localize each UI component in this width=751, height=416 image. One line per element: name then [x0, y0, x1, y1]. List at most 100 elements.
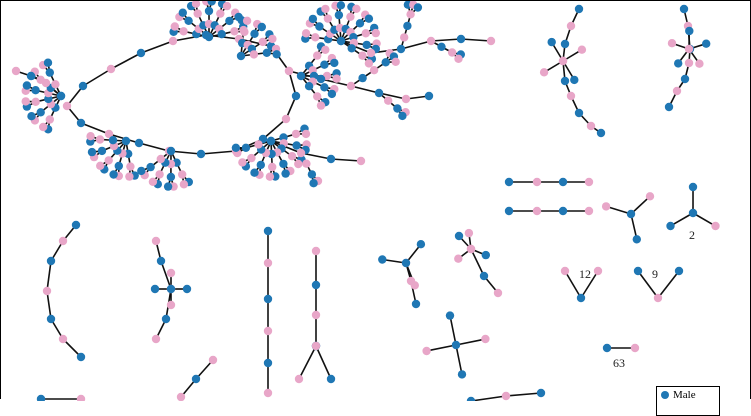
- male-node: [37, 108, 45, 116]
- female-node: [561, 267, 569, 275]
- male-node: [467, 397, 475, 401]
- female-node: [169, 37, 177, 45]
- male-node: [548, 38, 556, 46]
- female-node: [39, 123, 47, 131]
- female-node: [392, 58, 400, 66]
- male-node: [666, 222, 674, 230]
- female-node: [12, 67, 20, 75]
- female-node: [654, 294, 662, 302]
- female-node: [152, 335, 160, 343]
- male-node: [398, 112, 406, 120]
- female-node: [264, 327, 272, 335]
- male-node: [317, 75, 325, 83]
- female-node: [465, 229, 473, 237]
- male-node: [414, 3, 422, 11]
- female-node: [711, 222, 719, 230]
- male-node: [482, 251, 490, 259]
- female-node: [285, 67, 293, 75]
- female-node: [43, 287, 51, 295]
- female-node: [668, 39, 676, 47]
- male-node: [412, 300, 420, 308]
- network-diagram-frame: 2 12 9 63: [0, 0, 751, 399]
- component-label: 12: [579, 267, 591, 281]
- male-node: [685, 27, 693, 35]
- female-node: [86, 132, 94, 140]
- female-node: [302, 29, 310, 37]
- male-node: [603, 344, 611, 352]
- male-node: [250, 169, 258, 177]
- female-node: [194, 9, 202, 17]
- male-node: [358, 74, 366, 82]
- male-node: [308, 170, 316, 178]
- edge: [201, 151, 236, 154]
- female-node: [288, 152, 296, 160]
- male-node: [561, 40, 569, 48]
- male-node: [292, 141, 300, 149]
- female-node: [559, 57, 567, 65]
- male-node: [27, 72, 35, 80]
- male-node: [337, 37, 345, 45]
- male-node: [575, 109, 583, 117]
- male-node: [378, 255, 386, 263]
- male-node: [273, 50, 281, 58]
- female-node: [180, 180, 188, 188]
- male-node: [77, 353, 85, 361]
- female-node: [32, 98, 40, 106]
- female-node: [59, 237, 67, 245]
- male-node: [167, 147, 175, 155]
- female-node: [467, 245, 475, 253]
- male-node: [157, 257, 165, 265]
- female-node: [533, 207, 541, 215]
- male-node: [135, 139, 143, 147]
- male-node: [397, 45, 405, 53]
- female-node: [400, 33, 408, 41]
- male-node: [137, 167, 145, 175]
- male-node: [281, 169, 289, 177]
- female-node: [63, 102, 71, 110]
- male-node: [505, 207, 513, 215]
- component-label: 9: [652, 267, 658, 281]
- male-node: [122, 137, 130, 145]
- legend: Male: [656, 386, 720, 416]
- male-node: [297, 72, 305, 80]
- edge: [471, 396, 506, 401]
- male-node: [627, 210, 635, 218]
- male-node: [27, 112, 35, 120]
- edge: [111, 53, 141, 69]
- female-node: [502, 392, 510, 400]
- male-node: [208, 1, 216, 6]
- female-node: [454, 55, 462, 63]
- edge: [47, 261, 51, 291]
- edge: [401, 41, 431, 49]
- female-node: [107, 65, 115, 73]
- male-node: [633, 235, 641, 243]
- female-node: [105, 156, 113, 164]
- male-node: [597, 129, 605, 137]
- female-node: [494, 289, 502, 297]
- component-label: 2: [689, 228, 695, 242]
- male-node: [457, 35, 465, 43]
- female-node: [266, 173, 274, 181]
- female-node: [264, 389, 272, 397]
- female-node: [685, 59, 693, 67]
- male-node: [382, 58, 390, 66]
- male-node: [505, 178, 513, 186]
- female-node: [254, 140, 262, 148]
- male-node: [47, 315, 55, 323]
- male-node: [77, 119, 85, 127]
- female-node: [481, 335, 489, 343]
- male-node: [674, 59, 682, 67]
- female-node: [685, 45, 693, 53]
- male-node: [205, 7, 213, 15]
- male-node: [417, 240, 425, 248]
- male-node: [320, 83, 328, 91]
- female-node: [179, 27, 187, 35]
- female-node: [370, 66, 378, 74]
- female-node: [567, 22, 575, 30]
- male-node: [480, 272, 488, 280]
- male-node: [365, 15, 373, 23]
- female-node: [42, 79, 50, 87]
- female-node: [352, 5, 360, 13]
- female-node: [587, 122, 595, 130]
- female-node: [247, 154, 255, 162]
